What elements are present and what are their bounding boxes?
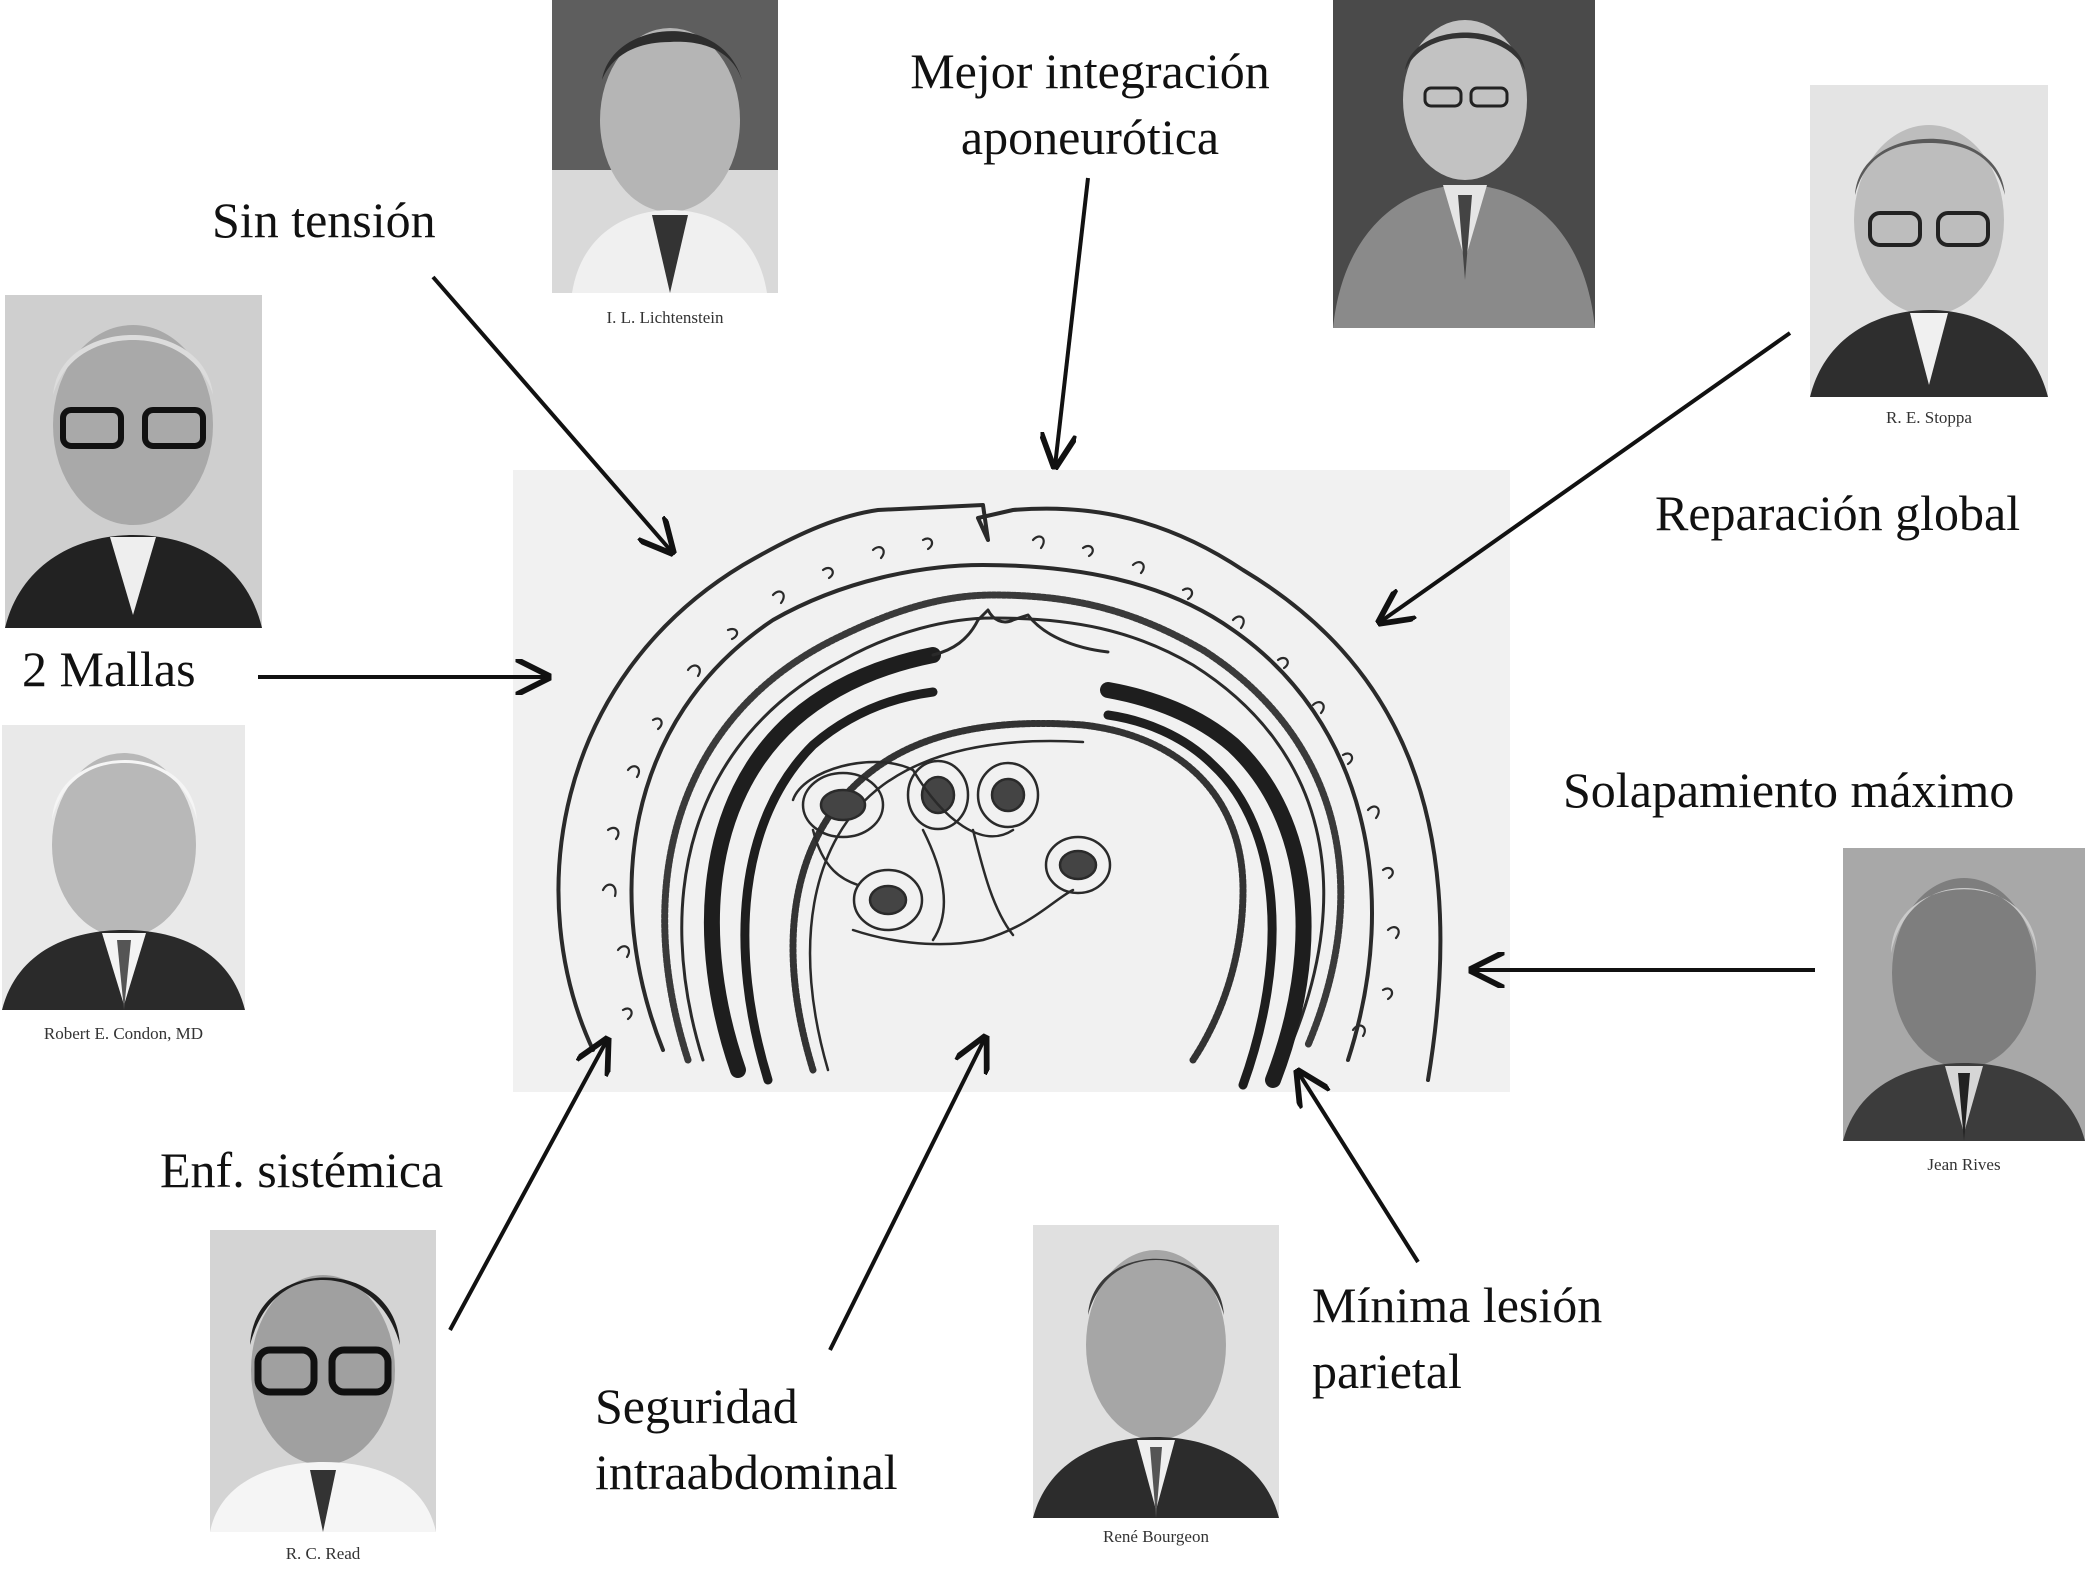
- label-sin-tension: Sin tensión: [212, 192, 436, 248]
- arrow-seguridad: [828, 1038, 985, 1351]
- portrait-photo-icon: [1843, 848, 2085, 1141]
- arrow-reparacion-global: [1380, 331, 1792, 622]
- portrait-condon: [2, 725, 245, 1010]
- portrait-read: [210, 1230, 436, 1532]
- caption-condon: Robert E. Condon, MD: [43, 1024, 204, 1043]
- portrait-photo-icon: [1033, 1225, 1279, 1518]
- caption-bourgeon: René Bourgeon: [1103, 1527, 1209, 1546]
- portrait-lichtenstein: [552, 0, 778, 293]
- portrait-stoppa: [1810, 85, 2048, 397]
- portrait-photo-icon: [552, 0, 778, 293]
- caption-read: R. C. Read: [285, 1544, 361, 1563]
- label-minima-lesion: Mínima lesión parietal: [1312, 1277, 1603, 1399]
- portrait-rives: [1843, 848, 2085, 1141]
- portrait-photo-icon: [1810, 85, 2048, 397]
- caption-stoppa: R. E. Stoppa: [1886, 408, 1972, 427]
- label-mejor-integracion: Mejor integración aponeurótica: [910, 43, 1270, 165]
- arrow-sin-tension: [431, 275, 672, 552]
- arrow-enf-sistemica: [448, 1040, 607, 1331]
- portrait-photo-icon: [1333, 0, 1595, 328]
- portrait-top-left: [5, 295, 262, 628]
- label-dos-mallas: 2 Mallas: [22, 641, 196, 697]
- label-reparacion-global: Reparación global: [1655, 485, 2021, 541]
- portrait-bourgeon: [1033, 1225, 1279, 1518]
- abdominal-cross-section-diagram: [513, 470, 1510, 1092]
- abdominal-wall-cross-section-icon: [556, 503, 1443, 1090]
- portrait-photo-icon: [210, 1230, 436, 1532]
- portrait-photo-icon: [5, 295, 262, 628]
- label-seguridad: Seguridad intraabdominal: [595, 1378, 898, 1500]
- arrow-mejor-integracion: [1055, 177, 1090, 466]
- caption-rives: Jean Rives: [1927, 1155, 2001, 1174]
- label-solapamiento: Solapamiento máximo: [1563, 762, 2015, 818]
- arrow-minima-lesion: [1298, 1072, 1420, 1264]
- label-enf-sistemica: Enf. sistémica: [160, 1142, 444, 1198]
- portrait-photo-icon: [2, 725, 245, 1010]
- caption-lichtenstein: I. L. Lichtenstein: [606, 308, 724, 327]
- portrait-top-center-right: [1333, 0, 1595, 328]
